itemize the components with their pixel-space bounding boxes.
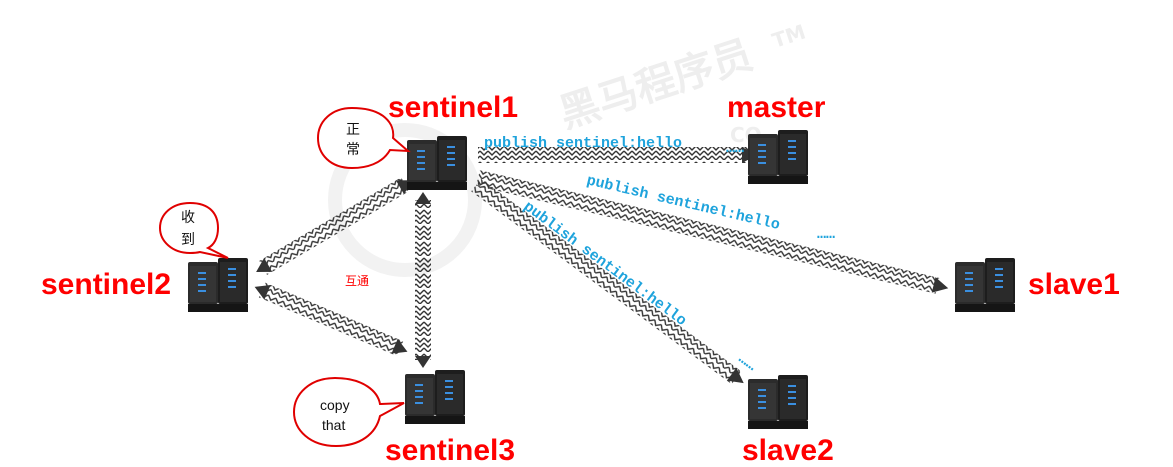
link-sentinel1-sentinel3 (415, 192, 431, 368)
slave2-server-icon (748, 375, 808, 429)
node-label-slave1: slave1 (1028, 268, 1120, 301)
node-label-sentinel3: sentinel3 (385, 434, 515, 467)
bubble-sentinel1-line1: 正 (346, 121, 360, 137)
speech-bubble-sentinel2: 收 到 (158, 201, 229, 259)
bubble-sentinel2-line1: 收 (181, 209, 195, 225)
node-label-sentinel2: sentinel2 (41, 268, 171, 301)
watermark-logo-ring (328, 123, 482, 277)
node-label-sentinel1: sentinel1 (388, 91, 518, 124)
sentinel2-server-icon (188, 258, 248, 312)
bubble-sentinel2-line2: 到 (181, 231, 195, 247)
node-label-master: master (727, 91, 826, 124)
slave1-server-icon (955, 258, 1015, 312)
link-label-mutual: 互通 (345, 274, 369, 288)
message-to-slave1-ellipsis: …… (817, 226, 835, 243)
bubble-sentinel3-line1: copy (320, 397, 350, 413)
master-server-icon (748, 130, 808, 184)
speech-bubble-sentinel1: 正 常 (316, 106, 411, 170)
links (254, 147, 949, 385)
link-sentinel1-slave2 (471, 178, 744, 385)
link-sentinel2-sentinel3 (254, 282, 408, 356)
sentinel1-server-icon (407, 136, 467, 190)
sentinel3-server-icon (405, 370, 465, 424)
message-to-master: publish sentinel:hello (484, 135, 682, 152)
bubble-sentinel1-line2: 常 (346, 141, 360, 157)
message-to-master-ellipsis: …… (726, 140, 744, 157)
node-label-slave2: slave2 (742, 434, 834, 467)
watermark-trademark: TM (769, 20, 808, 53)
bubble-sentinel3-line2: that (322, 417, 345, 433)
link-sentinel1-slave1 (476, 170, 949, 294)
speech-bubble-sentinel3: copy that (292, 376, 405, 448)
